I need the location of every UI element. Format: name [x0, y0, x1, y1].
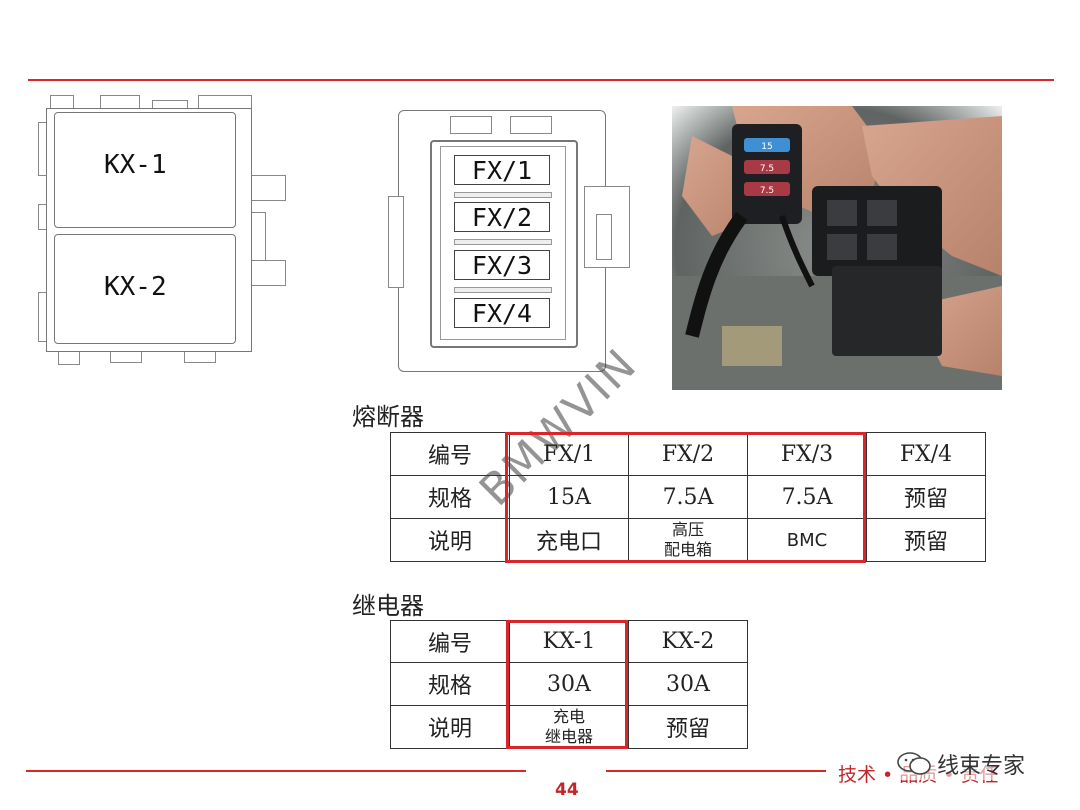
fuse-housing-ear [388, 196, 404, 288]
relay-highlight-box [506, 620, 628, 749]
table-row: 规格 30A 30A [390, 662, 748, 706]
table-cell: 充电 继电器 [509, 705, 629, 749]
fuse-slot-fx2: FX/2 [454, 202, 550, 232]
fuse-row-header-desc: 说明 [390, 518, 510, 562]
table-cell: 15A [509, 475, 629, 519]
fuse-row-header-spec: 规格 [390, 475, 510, 519]
relay-row-header-desc: 说明 [390, 705, 510, 749]
photo-fuse-label: 7.5 [760, 164, 774, 174]
table-row: 说明 充电 继电器 预留 [390, 705, 748, 749]
footer-rule-right [606, 770, 826, 772]
footer-rule-left [26, 770, 526, 772]
fuse-slot-divider [454, 239, 552, 245]
table-cell: BMC [747, 518, 867, 562]
table-cell: 7.5A [628, 475, 748, 519]
relay-table: 编号 KX-1 KX-2 规格 30A 30A 说明 充电 继电器 预留 [390, 620, 748, 749]
table-cell: FX/3 [747, 432, 867, 476]
table-cell: 预留 [628, 705, 748, 749]
fuse-row-header-id: 编号 [390, 432, 510, 476]
table-cell: 30A [509, 662, 629, 706]
page-number: 44 [555, 780, 579, 800]
relay-section-title: 继电器 [352, 592, 424, 620]
relay-kx2-body [54, 234, 236, 344]
table-cell: 预留 [866, 518, 986, 562]
photo-fuse-red [744, 182, 790, 196]
photo-fuse-label: 7.5 [760, 186, 774, 196]
table-cell: 预留 [866, 475, 986, 519]
fuse-slot-divider [454, 192, 552, 198]
relay-kx1-body [54, 112, 236, 228]
fuse-slot-fx4: FX/4 [454, 298, 550, 328]
table-cell: 30A [628, 662, 748, 706]
table-cell: 充电口 [509, 518, 629, 562]
fuse-highlight-box [505, 432, 866, 563]
relay-row-header-id: 编号 [390, 620, 510, 663]
photo-fuse-blue [744, 138, 790, 152]
relay-kx1-label: KX-1 [104, 150, 167, 180]
fuse-slot-divider [454, 287, 552, 293]
fuse-housing-ear [450, 116, 492, 134]
photo-fuse-red [744, 160, 790, 174]
connector-photo: 15 7.5 7.5 [672, 106, 1002, 390]
fuse-housing-ear [596, 214, 612, 260]
table-cell: FX/4 [866, 432, 986, 476]
table-cell: KX-2 [628, 620, 748, 663]
table-cell: 7.5A [747, 475, 867, 519]
fuse-table: 编号 FX/1 FX/2 FX/3 FX/4 规格 15A 7.5A 7.5A … [390, 432, 986, 562]
photo-fuse-label: 15 [761, 142, 772, 152]
chat-bubble-icon [897, 752, 931, 775]
fuse-housing-ear [510, 116, 552, 134]
relay-row-header-spec: 规格 [390, 662, 510, 706]
brand-badge: 线束专家 [893, 748, 1030, 780]
fuse-slot-fx1: FX/1 [454, 155, 550, 185]
fuse-section-title: 熔断器 [352, 403, 424, 431]
fuse-slot-fx3: FX/3 [454, 250, 550, 280]
table-row: 说明 充电口 高压 配电箱 BMC 预留 [390, 518, 986, 562]
table-cell: FX/1 [509, 432, 629, 476]
header-rule [28, 79, 1054, 81]
table-row: 规格 15A 7.5A 7.5A 预留 [390, 475, 986, 519]
relay-kx2-label: KX-2 [104, 272, 167, 302]
brand-name: 线束专家 [937, 754, 1026, 779]
